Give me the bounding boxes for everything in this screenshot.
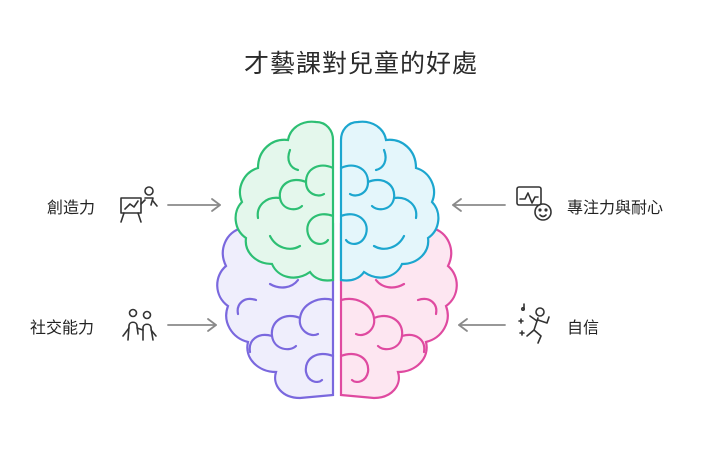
easel-painter-icon bbox=[120, 186, 158, 223]
diagram-title: 才藝課對兒童的好處 bbox=[243, 49, 478, 78]
brain-right-upper-lobe bbox=[339, 120, 440, 282]
arrow-creativity bbox=[167, 198, 221, 212]
arrow-social bbox=[167, 318, 217, 332]
brain-left-upper-lobe bbox=[234, 120, 335, 282]
benefit-label-confidence: 自信 bbox=[567, 318, 600, 337]
benefit-label-focus: 專注力與耐心 bbox=[567, 198, 664, 217]
arrow-confidence bbox=[458, 318, 506, 332]
focus-chart-face-icon bbox=[516, 186, 552, 221]
arrow-focus bbox=[452, 198, 506, 212]
benefit-label-social: 社交能力 bbox=[30, 318, 95, 337]
dancing-person-icon bbox=[518, 303, 550, 344]
benefit-label-creativity: 創造力 bbox=[47, 198, 96, 217]
people-interaction-icon bbox=[122, 308, 157, 341]
